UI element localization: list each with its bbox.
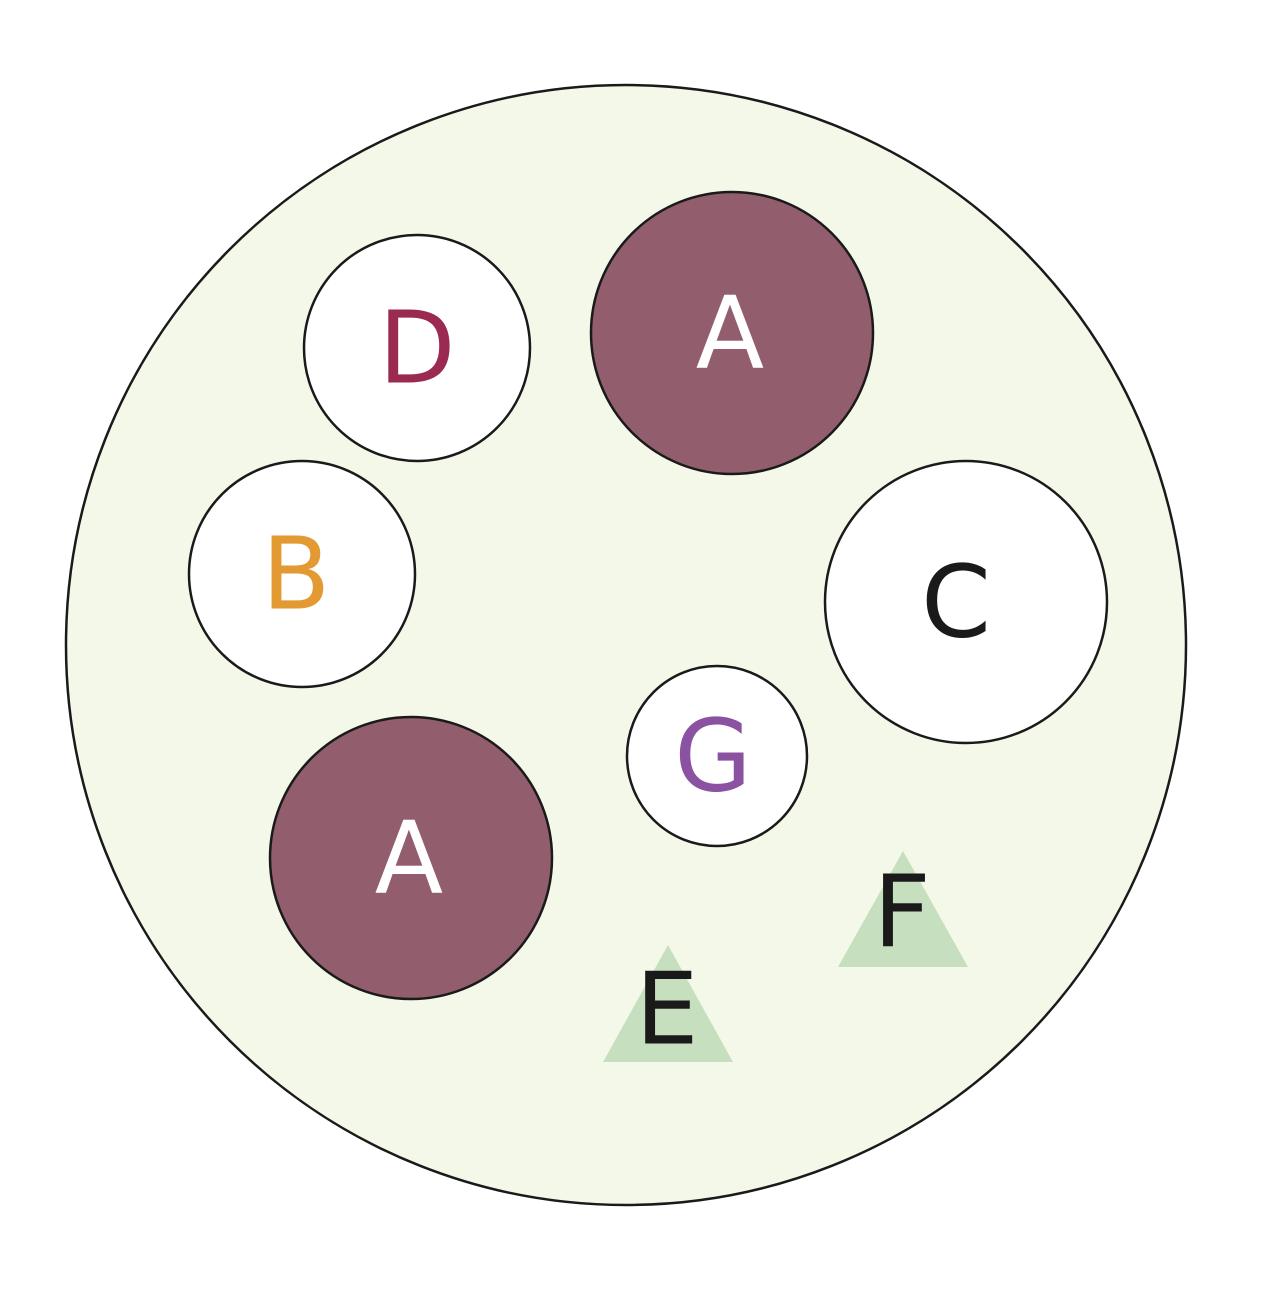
- circle-b-label: B: [262, 516, 331, 633]
- circle-c-label: C: [921, 544, 991, 661]
- circle-c-shape: [823, 459, 1109, 745]
- circle-d-label: D: [378, 290, 455, 407]
- circle-g-shape: [625, 664, 809, 848]
- circle-a-top: A: [589, 190, 875, 476]
- circle-d-shape: [302, 233, 532, 463]
- circle-a-bottom: A: [268, 715, 554, 1001]
- triangle-e-label: E: [635, 951, 698, 1068]
- circle-g-label: G: [674, 698, 752, 815]
- circle-a-bottom-shape: [268, 715, 554, 1001]
- circle-a-top-label: A: [696, 275, 764, 392]
- circle-c: C: [823, 459, 1109, 745]
- circle-a-bottom-label: A: [375, 800, 443, 917]
- circle-b: B: [187, 459, 417, 689]
- circle-b-shape: [187, 459, 417, 689]
- triangle-f-shape: [838, 851, 968, 967]
- triangle-f: F: [838, 851, 968, 971]
- triangle-e-shape: [603, 945, 733, 1062]
- triangle-f-label: F: [873, 854, 931, 971]
- circle-d: D: [302, 233, 532, 463]
- circle-a-top-shape: [589, 190, 875, 476]
- triangle-e: E: [603, 945, 733, 1068]
- circle-g: G: [625, 664, 809, 848]
